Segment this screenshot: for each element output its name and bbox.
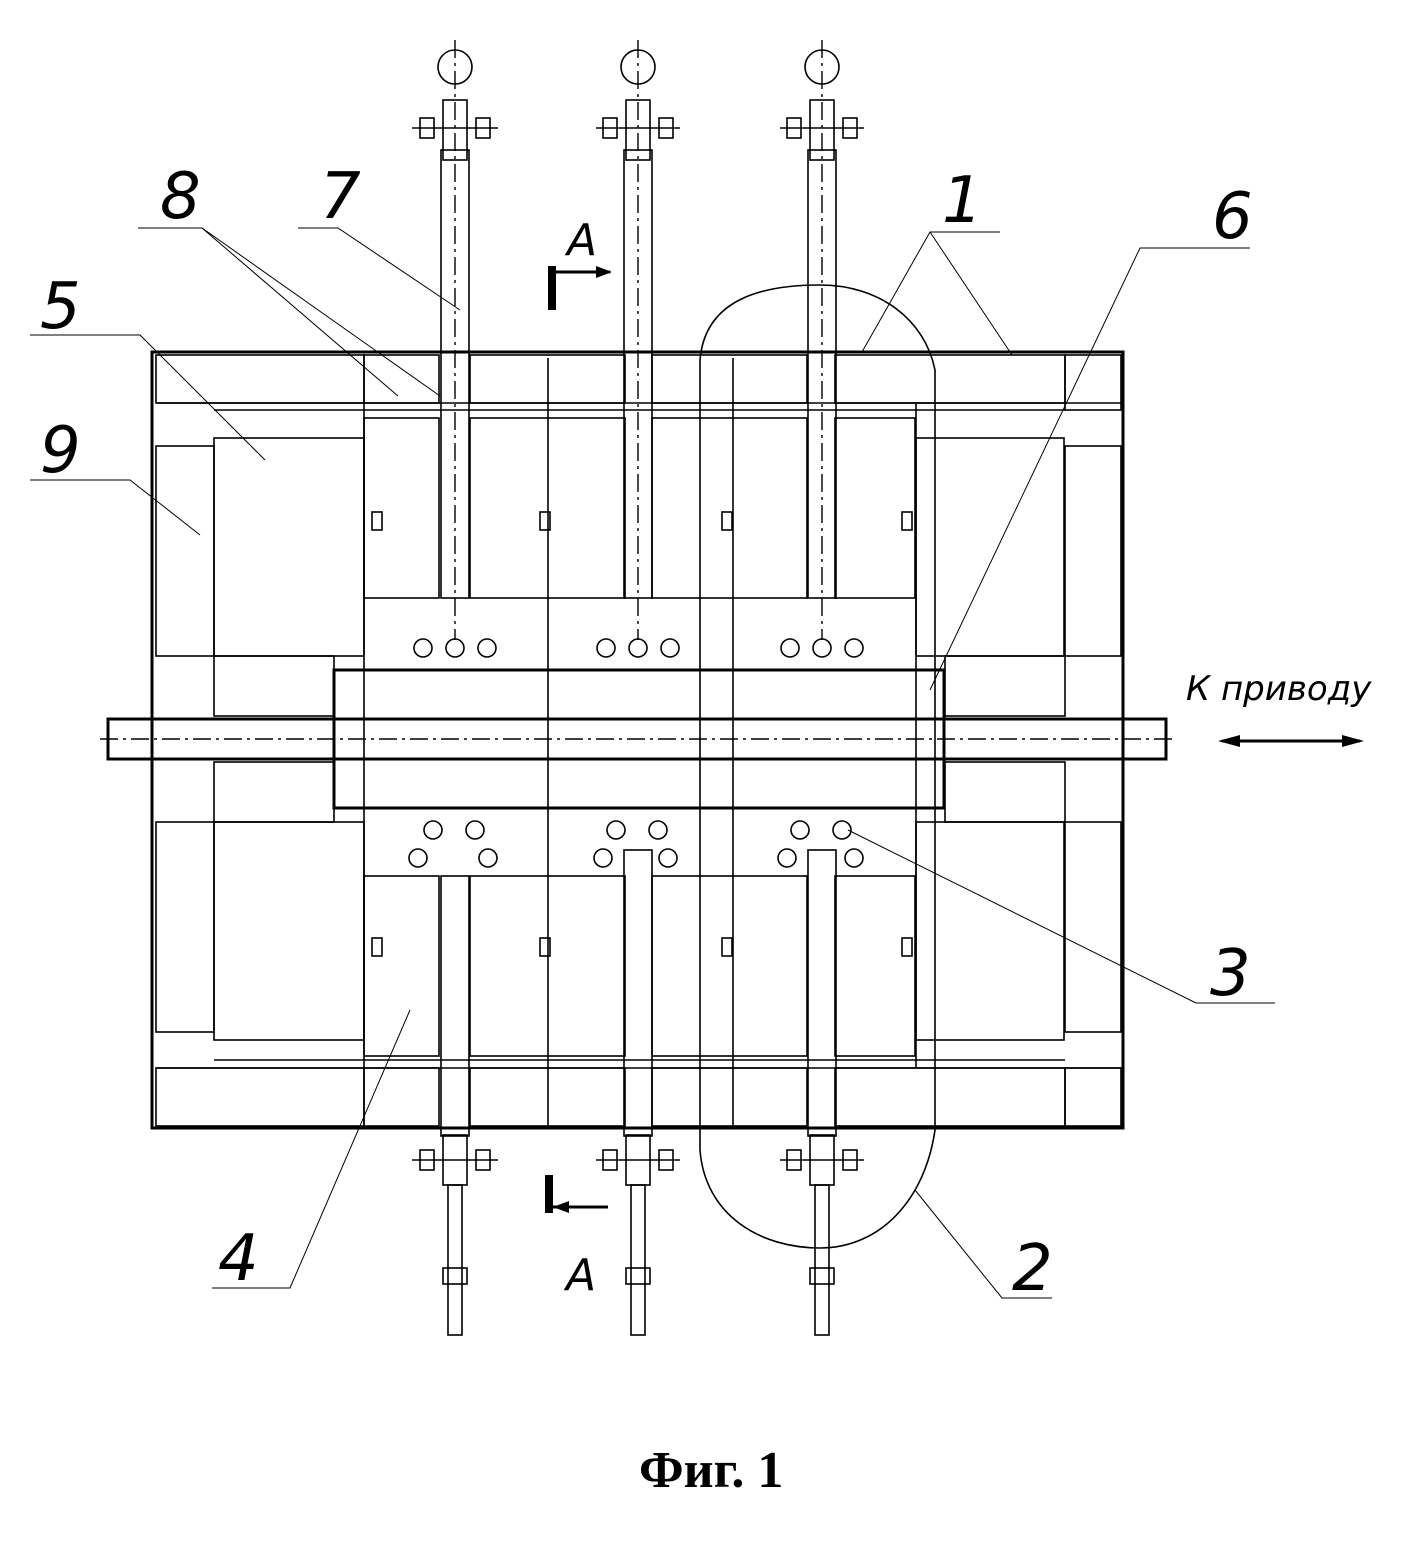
section-label-bottom: А: [563, 1250, 596, 1301]
rod-left: [412, 40, 498, 1335]
terminal-rods: [412, 40, 864, 1335]
detail-outline: [700, 285, 935, 1248]
ref-number-7: 7: [320, 160, 361, 234]
inner-lamination-stacks: [364, 418, 915, 1056]
drive-label: К приводу: [1186, 669, 1372, 709]
ref-number-8: 8: [160, 160, 201, 234]
drive-arrow: [1218, 735, 1364, 747]
ref-number-9: 9: [40, 414, 81, 488]
ref-number-3: 3: [1210, 937, 1251, 1011]
ref-number-2: 2: [1012, 1232, 1053, 1306]
stack-slots: [372, 512, 912, 956]
bottom-insulation-plates: [156, 1068, 1121, 1126]
section-marker-top: [548, 266, 612, 310]
ref-number-1: 1: [942, 164, 983, 238]
rod-middle: [596, 40, 680, 1335]
ref-number-5: 5: [40, 270, 81, 344]
section-label-top: А: [564, 215, 597, 266]
drive-shaft: [100, 719, 1175, 759]
ref-number-6: 6: [1212, 180, 1253, 254]
figure-caption: Фиг. 1: [639, 1442, 783, 1499]
internal-lines: [156, 358, 1121, 1126]
ref-number-4: 4: [218, 1222, 259, 1296]
contact-rollers: [409, 639, 863, 867]
section-marker-bottom: [545, 1175, 608, 1213]
rod-right: [780, 40, 864, 1335]
